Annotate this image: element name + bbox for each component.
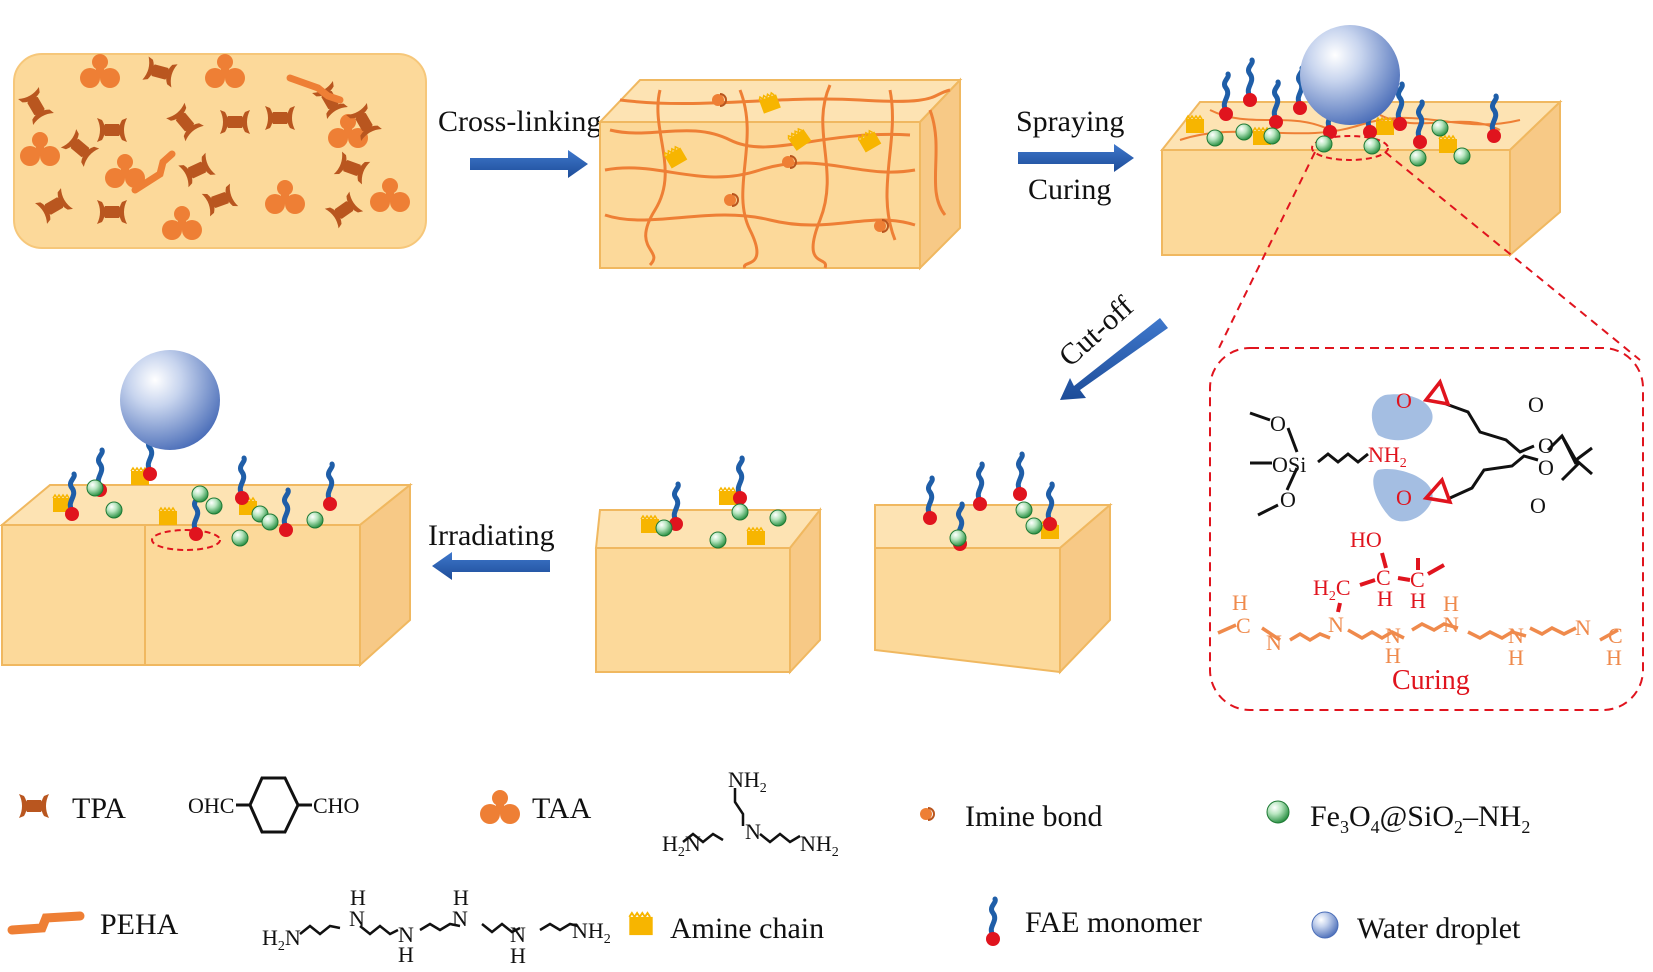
peha-h2n: H2N [262, 925, 301, 954]
taa-nh2-top: NH2 [728, 767, 767, 796]
cross-linking-label: Cross-linking [438, 105, 601, 138]
atom-n: N [1575, 615, 1591, 640]
cut-off-arrow: Cut-off [1053, 290, 1168, 400]
carbonyl-oxygen: O [1528, 392, 1544, 417]
atom-h: H [1606, 645, 1622, 670]
water-droplet [1300, 25, 1400, 125]
atom-n: N [1508, 623, 1524, 648]
legend-amine-chain-label: Amine chain [670, 912, 824, 945]
formula-ohc: OHC [188, 793, 234, 818]
atom-n: N [1266, 630, 1282, 655]
atom-c: C [1410, 567, 1425, 592]
cut-block-left [594, 458, 823, 675]
atom-n: N [1443, 612, 1459, 637]
peha-nh2: NH2 [572, 918, 611, 947]
spraying-label: Spraying [1016, 105, 1124, 138]
peha-n: N [452, 906, 468, 931]
cut-off-label: Cut-off [1053, 290, 1140, 373]
amine-group: NH2 [1368, 442, 1407, 471]
healed-block-with-droplet [0, 350, 413, 668]
cross-linking-arrow: Cross-linking [438, 105, 601, 178]
legend-water-label: Water droplet [1357, 912, 1521, 945]
legend: TPA OHC CHO TAA NH2 N H2N NH2 Imine [7, 767, 1530, 968]
crosslinked-network-block [597, 77, 963, 271]
legend-fae-label: FAE monomer [1025, 906, 1202, 939]
curing-caption: Curing [1392, 665, 1470, 696]
atom-h: H [1508, 645, 1524, 670]
curing-reaction-inset: O O Si O NH2 O O O O O O HO H2C C C H H … [1209, 347, 1644, 711]
legend-water: Water droplet [1311, 911, 1521, 945]
atom-o: O [1272, 452, 1288, 477]
atom-c: C [1376, 565, 1391, 590]
zoom-callout-lines [1217, 151, 1641, 361]
atom-h: H [1385, 643, 1401, 668]
legend-imine: Imine bond [919, 800, 1102, 833]
monomer-mixture-panel [13, 53, 427, 249]
irradiating-arrow: Irradiating [428, 519, 555, 580]
cut-block-right [874, 454, 1113, 675]
atom-o: O [1280, 487, 1296, 512]
peha-h: H [398, 942, 414, 967]
peha-h: H [510, 943, 526, 968]
formula-cho: CHO [313, 793, 359, 818]
legend-amine-chain: Amine chain [628, 912, 824, 945]
peha-h: H [453, 885, 469, 910]
atom-si: Si [1288, 452, 1306, 477]
legend-tpa: TPA OHC CHO [19, 776, 359, 834]
legend-peha-label: PEHA [100, 908, 179, 941]
atom-c: C [1608, 623, 1623, 648]
taa-nh2-right: NH2 [800, 831, 839, 860]
epoxy-oxygen: O [1396, 388, 1412, 413]
atom-h: H [1443, 591, 1459, 616]
legend-tpa-label: TPA [72, 792, 126, 825]
peha-n: N [349, 906, 365, 931]
epoxy-oxygen: O [1396, 485, 1412, 510]
methylene-group: H2C [1313, 575, 1351, 604]
peha-n: N [510, 922, 526, 947]
water-droplet [120, 350, 220, 450]
coated-block-with-droplet [1159, 25, 1563, 258]
legend-taa-label: TAA [532, 792, 592, 825]
hydroxyl-group: HO [1350, 527, 1382, 552]
atom-h: H [1377, 586, 1393, 611]
ester-oxygen: O [1538, 433, 1554, 458]
atom-n: N [1385, 623, 1401, 648]
ester-oxygen: O [1538, 455, 1554, 480]
legend-peha: PEHA H2N H N N H H N N H NH2 [7, 885, 611, 968]
spraying-curing-arrow: Spraying Curing [1016, 105, 1134, 206]
atom-h: H [1410, 588, 1426, 613]
legend-nanoparticle: Fe3O4@SiO2–NH2 [1266, 800, 1530, 837]
curing-label: Curing [1028, 173, 1111, 206]
legend-taa: TAA NH2 N H2N NH2 [480, 767, 839, 860]
legend-imine-label: Imine bond [965, 800, 1102, 833]
irradiating-label: Irradiating [428, 519, 555, 552]
taa-h2n: H2N [662, 831, 701, 860]
atom-h: H [1232, 590, 1248, 615]
peha-h: H [350, 885, 366, 910]
atom-c: C [1236, 613, 1251, 638]
taa-n: N [745, 819, 761, 844]
carbonyl-oxygen: O [1530, 493, 1546, 518]
legend-fae: FAE monomer [986, 899, 1202, 946]
peha-n: N [398, 922, 414, 947]
peha-structure [299, 922, 579, 936]
atom-n: N [1328, 612, 1344, 637]
terephthalaldehyde-structure [236, 776, 312, 834]
atom-o: O [1270, 411, 1286, 436]
taa-structure [682, 788, 801, 844]
legend-nanoparticle-label: Fe3O4@SiO2–NH2 [1310, 800, 1530, 837]
